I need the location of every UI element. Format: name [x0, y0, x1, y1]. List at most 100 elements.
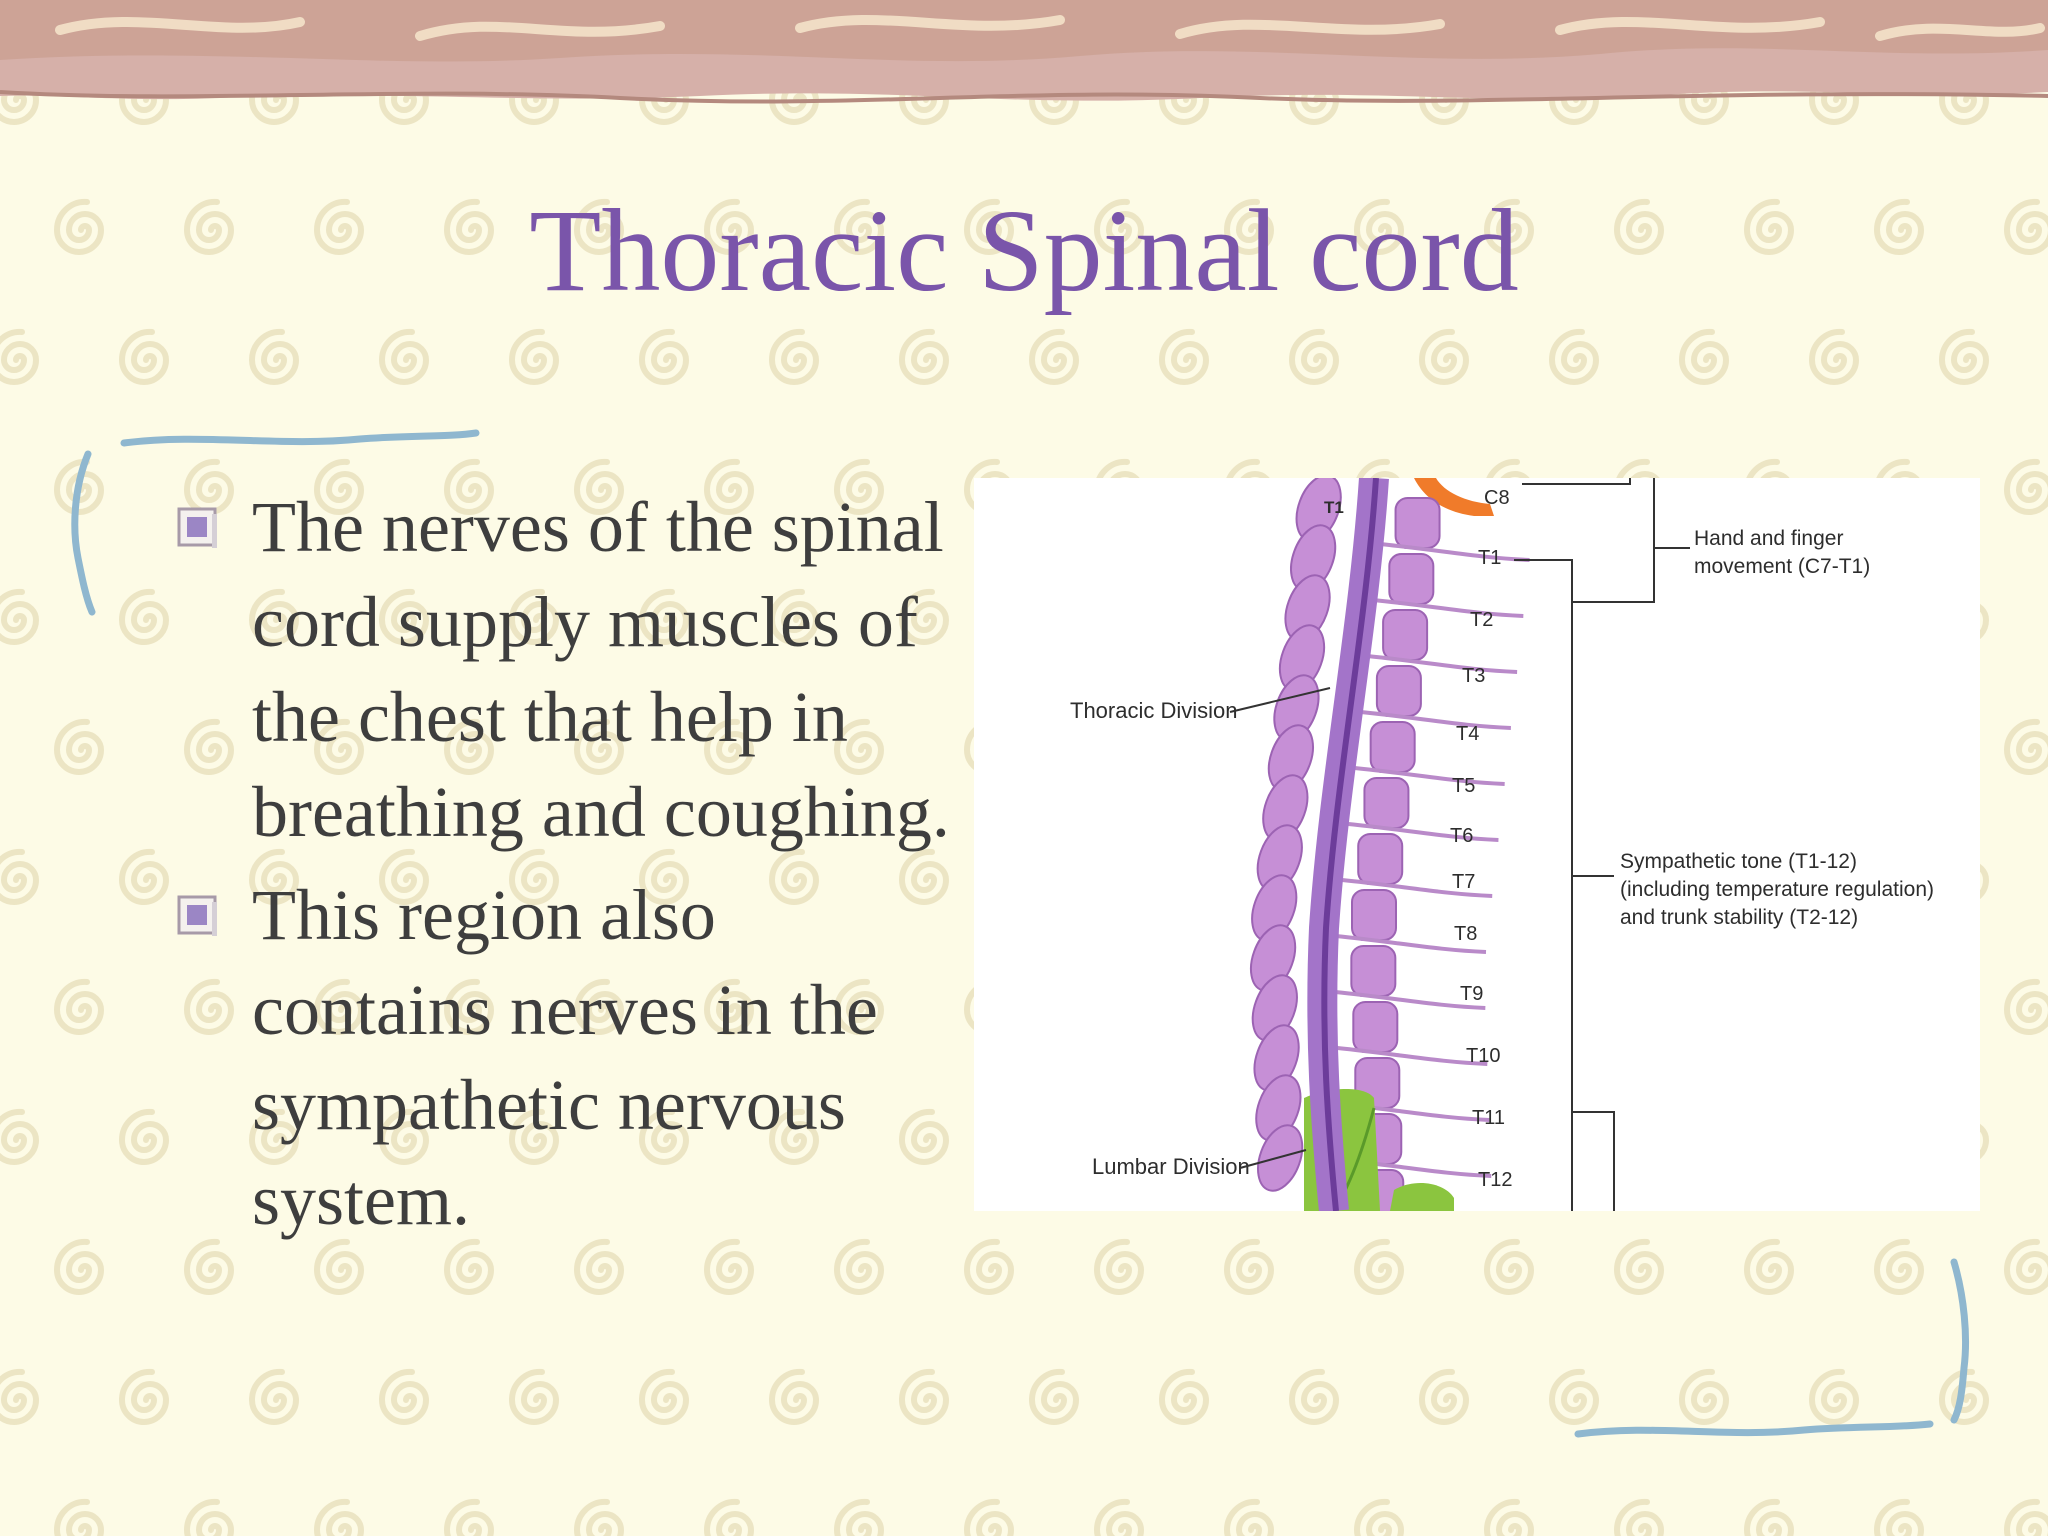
- thoracic-division-label: Thoracic Division: [1070, 698, 1238, 723]
- swirl-decoration: [833, 1498, 885, 1536]
- vertebra-right: [1382, 609, 1429, 661]
- bullet-text-2: This region also contains nerves in the …: [252, 875, 878, 1240]
- swirl-decoration: [638, 1368, 690, 1425]
- swirl-decoration: [638, 848, 690, 905]
- sympathetic-line1: Sympathetic tone (T1-12): [1620, 850, 1857, 873]
- swirl-decoration: [703, 458, 755, 515]
- vertebra-right: [1350, 945, 1397, 997]
- swirl-decoration: [1093, 198, 1145, 255]
- spinal-nerve: [1354, 766, 1505, 786]
- swirl-decoration: [313, 1238, 365, 1295]
- bullet-text-1: The nerves of the spinal cord supply mus…: [252, 487, 950, 852]
- swirl-decoration: [1613, 1238, 1665, 1295]
- swirl-decoration: [183, 718, 235, 775]
- swirl-decoration: [898, 848, 950, 905]
- swirl-decoration: [1483, 198, 1535, 255]
- swirl-decoration: [53, 718, 105, 775]
- swirl-decoration: [2003, 718, 2048, 775]
- decorative-left-bracket: [71, 450, 96, 616]
- lumbar-division-label: Lumbar Division: [1092, 1154, 1250, 1179]
- swirl-decoration: [508, 848, 560, 905]
- vertebra-right: [1363, 777, 1410, 829]
- swirl-decoration: [573, 978, 625, 1035]
- swirl-decoration: [1613, 1498, 1665, 1536]
- vertebra-level-label: T11: [1472, 1107, 1505, 1129]
- swirl-decoration: [1938, 1368, 1990, 1425]
- swirl-decoration: [1938, 328, 1990, 385]
- swirl-decoration: [183, 458, 235, 515]
- vertebra-level-label: T5: [1452, 775, 1475, 797]
- swirl-decoration: [2003, 458, 2048, 515]
- swirl-decoration: [118, 328, 170, 385]
- decorative-top-left-line: [120, 429, 480, 447]
- swirl-decoration: [1548, 1368, 1600, 1425]
- swirl-decoration: [1873, 1498, 1925, 1536]
- hand-function-line2: movement (C7-T1): [1694, 555, 1870, 578]
- swirl-decoration: [1613, 198, 1665, 255]
- bullet-item-1: The nerves of the spinal cord supply mus…: [176, 480, 956, 860]
- spinal-nerve: [1335, 934, 1487, 954]
- spinal-nerve: [1379, 542, 1530, 562]
- bullet-item-2: This region also contains nerves in the …: [176, 868, 956, 1248]
- swirl-decoration: [1158, 328, 1210, 385]
- swirl-decoration: [703, 1238, 755, 1295]
- vertebra-level-label: T6: [1450, 825, 1473, 847]
- swirl-decoration: [1353, 1238, 1405, 1295]
- swirl-decoration: [768, 328, 820, 385]
- swirl-decoration: [508, 328, 560, 385]
- swirl-decoration: [508, 588, 560, 645]
- swirl-decoration: [963, 198, 1015, 255]
- spinal-nerve: [1335, 990, 1486, 1010]
- swirl-decoration: [0, 1368, 40, 1425]
- swirl-decoration: [1353, 1498, 1405, 1536]
- swirl-decoration: [53, 458, 105, 515]
- swirl-decoration: [1288, 1368, 1340, 1425]
- vertebra-right: [1352, 1001, 1399, 1053]
- spinal-nerve: [1360, 710, 1511, 730]
- swirl-decoration: [378, 848, 430, 905]
- swirl-decoration: [898, 1368, 950, 1425]
- vertebra-level-label: T8: [1454, 923, 1477, 945]
- swirl-decoration: [378, 1368, 430, 1425]
- swirl-decoration: [1288, 328, 1340, 385]
- vertebra-right: [1394, 497, 1441, 549]
- swirl-decoration: [443, 978, 495, 1035]
- swirl-decoration: [183, 978, 235, 1035]
- swirl-decoration: [573, 1238, 625, 1295]
- swirl-decoration: [768, 1368, 820, 1425]
- swirl-decoration: [313, 718, 365, 775]
- swirl-decoration: [573, 718, 625, 775]
- swirl-decoration: [573, 198, 625, 255]
- swirl-decoration: [703, 198, 755, 255]
- swirl-decoration: [53, 198, 105, 255]
- swirl-decoration: [963, 1498, 1015, 1536]
- swirl-decoration: [1223, 198, 1275, 255]
- swirl-decoration: [1093, 1238, 1145, 1295]
- swirl-decoration: [768, 588, 820, 645]
- swirl-decoration: [313, 458, 365, 515]
- swirl-decoration: [0, 848, 40, 905]
- swirl-decoration: [53, 978, 105, 1035]
- swirl-decoration: [2003, 1498, 2048, 1536]
- swirl-decoration: [1223, 1498, 1275, 1536]
- swirl-decoration: [1808, 1368, 1860, 1425]
- swirl-decoration: [378, 1108, 430, 1165]
- swirl-decoration: [573, 1498, 625, 1536]
- swirl-decoration: [703, 718, 755, 775]
- top-vertebra-label: T1: [1324, 498, 1344, 517]
- vertebra-level-label: C8: [1484, 487, 1510, 509]
- swirl-decoration: [443, 1498, 495, 1536]
- swirl-decoration: [2003, 1238, 2048, 1295]
- swirl-decoration: [1808, 328, 1860, 385]
- vertebra-level-label: T10: [1466, 1045, 1500, 1067]
- vertebra-right: [1375, 665, 1422, 717]
- swirl-decoration: [1743, 1498, 1795, 1536]
- vertebra-level-label: T9: [1460, 983, 1483, 1005]
- swirl-decoration: [1353, 198, 1405, 255]
- swirl-decoration: [118, 848, 170, 905]
- swirl-decoration: [378, 588, 430, 645]
- swirl-decoration: [573, 458, 625, 515]
- swirl-decoration: [638, 1108, 690, 1165]
- swirl-decoration: [248, 328, 300, 385]
